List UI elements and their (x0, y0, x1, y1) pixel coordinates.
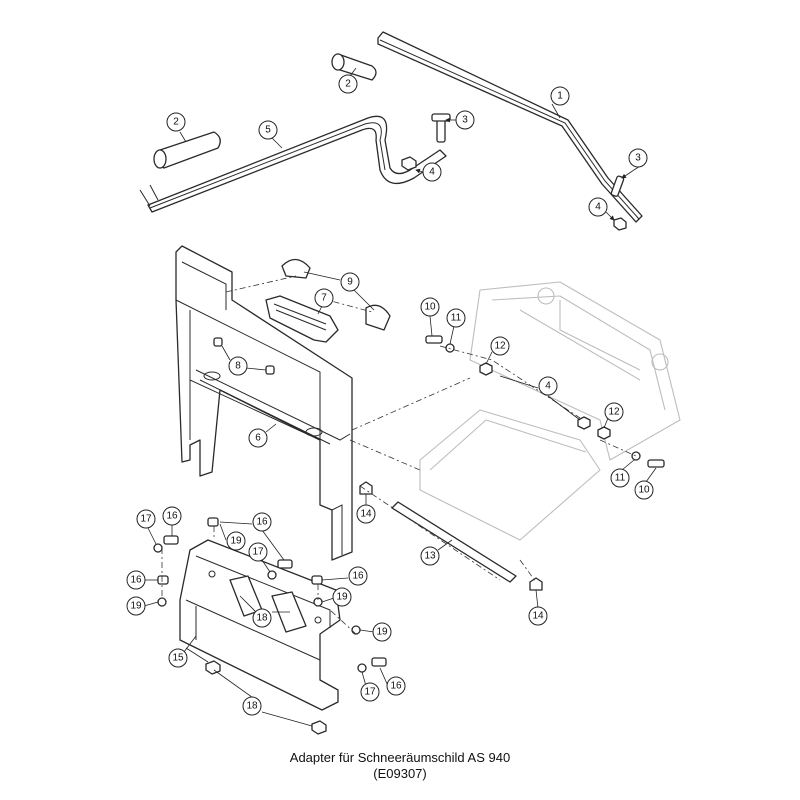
svg-text:13: 13 (424, 551, 436, 562)
callout-9: 9 (303, 271, 375, 311)
svg-text:2: 2 (345, 79, 351, 90)
svg-text:10: 10 (424, 302, 436, 313)
callout-4-mid: 4 (499, 375, 581, 421)
svg-text:14: 14 (360, 509, 372, 520)
callout-16-c: 16 (126, 570, 158, 590)
svg-text:17: 17 (140, 514, 152, 525)
svg-text:11: 11 (451, 313, 462, 324)
callout-13: 13 (420, 539, 453, 566)
svg-text:16: 16 (166, 511, 178, 522)
svg-text:1: 1 (557, 91, 563, 102)
callout-6: 6 (248, 423, 277, 448)
callout-16-e: 16 (379, 667, 406, 696)
callout-16-b: 16 (219, 512, 285, 561)
svg-text:12: 12 (608, 407, 620, 418)
handle-bar-left (139, 115, 447, 213)
callout-2-top: 2 (338, 67, 358, 94)
svg-text:4: 4 (545, 381, 551, 392)
svg-text:16: 16 (256, 517, 268, 528)
svg-text:9: 9 (347, 277, 353, 288)
callout-14-right: 14 (528, 589, 548, 626)
svg-text:18: 18 (256, 613, 268, 624)
callout-7: 7 (314, 288, 334, 315)
callout-4-top: 4 (415, 162, 442, 182)
svg-text:7: 7 (321, 293, 327, 304)
callout-19-c: 19 (321, 587, 352, 607)
svg-text:16: 16 (352, 571, 364, 582)
callout-18-bottom: 18 (213, 669, 313, 727)
callout-10-right: 10 (634, 467, 657, 500)
callout-2-left: 2 (166, 112, 187, 143)
callout-17-a: 17 (136, 509, 157, 545)
svg-text:19: 19 (376, 627, 388, 638)
callout-5: 5 (258, 120, 283, 149)
callout-16-a: 16 (162, 506, 182, 536)
svg-text:19: 19 (130, 601, 142, 612)
callout-16-d: 16 (321, 566, 368, 586)
svg-text:18: 18 (246, 701, 258, 712)
svg-text:19: 19 (230, 536, 242, 547)
callout-19-d: 19 (359, 622, 392, 642)
handle-bar-right (377, 31, 643, 223)
diagram-caption: Adapter für Schneeräumschild AS 940 (E09… (0, 750, 800, 782)
callout-18-top: 18 (239, 595, 290, 628)
callout-11-right: 11 (610, 459, 635, 488)
callout-4-right: 4 (588, 197, 615, 221)
callout-17-b: 17 (248, 542, 271, 573)
callout-14-left: 14 (356, 494, 376, 524)
svg-text:14: 14 (532, 611, 544, 622)
svg-text:17: 17 (252, 547, 264, 558)
assembly-guides (161, 275, 637, 635)
svg-text:12: 12 (494, 341, 506, 352)
caption-title: Adapter für Schneeräumschild AS 940 (289, 750, 511, 765)
svg-text:15: 15 (172, 653, 184, 664)
svg-text:16: 16 (390, 681, 402, 692)
callout-15: 15 (168, 635, 209, 668)
svg-text:4: 4 (429, 167, 435, 178)
svg-text:5: 5 (265, 125, 271, 136)
plate-ghost (419, 409, 601, 541)
callout-3-right: 3 (621, 148, 648, 179)
clamp-handle (265, 258, 391, 343)
callout-3-top: 3 (445, 110, 475, 130)
svg-text:10: 10 (638, 485, 650, 496)
svg-text:11: 11 (615, 473, 626, 484)
callout-12-top: 12 (485, 336, 510, 365)
svg-text:8: 8 (235, 361, 241, 372)
svg-text:19: 19 (336, 592, 348, 603)
svg-text:3: 3 (635, 153, 641, 164)
grip-sleeves (153, 53, 377, 169)
svg-text:17: 17 (364, 687, 376, 698)
mount-bracket-ghost (469, 281, 681, 461)
svg-text:2: 2 (173, 117, 179, 128)
svg-text:3: 3 (462, 115, 468, 126)
callout-8: 8 (221, 345, 267, 376)
main-frame (175, 245, 353, 561)
callout-11-left: 11 (446, 308, 466, 345)
caption-code: (E09307) (373, 766, 427, 781)
callout-19-b: 19 (126, 596, 159, 616)
callout-12-right: 12 (603, 402, 624, 429)
svg-text:6: 6 (255, 433, 261, 444)
callout-17-c: 17 (360, 671, 380, 702)
callout-19-a: 19 (219, 523, 246, 551)
svg-text:16: 16 (130, 575, 142, 586)
callout-1: 1 (550, 86, 570, 119)
callout-10-left: 10 (420, 297, 440, 337)
rod (391, 501, 517, 583)
svg-text:4: 4 (595, 202, 601, 213)
